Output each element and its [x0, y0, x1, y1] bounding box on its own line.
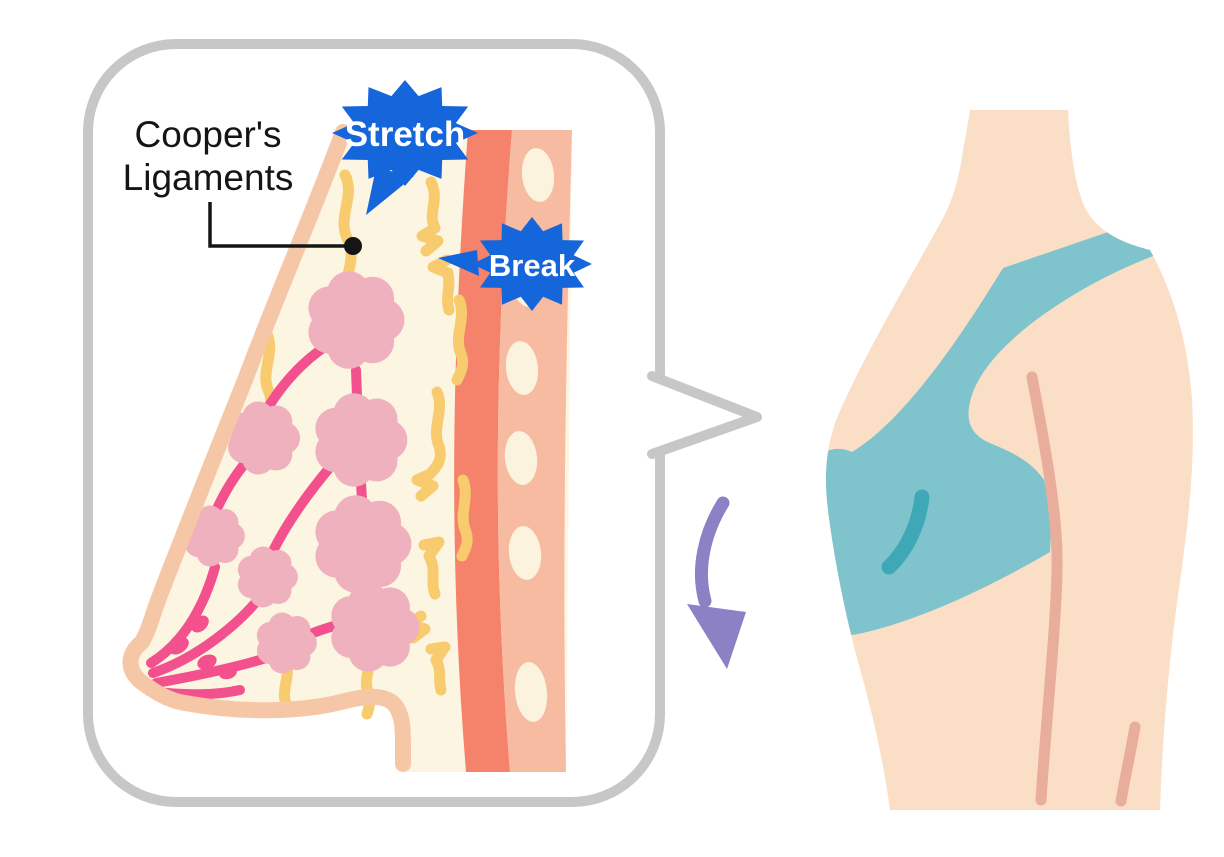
stretch-badge: Stretch: [332, 80, 478, 215]
arm-line: [1026, 371, 1063, 806]
break-starburst: [472, 217, 592, 311]
stretch-label: Stretch: [345, 115, 466, 154]
hip-line: [1115, 721, 1141, 807]
break-label: Break: [489, 248, 576, 283]
torso-figure: [825, 110, 1193, 810]
break-tail: [438, 250, 479, 276]
speech-bubble-tail: [647, 371, 762, 459]
leader-dot: [344, 237, 362, 255]
coopers-label-line2: Ligaments: [123, 157, 294, 198]
chest-muscle: [454, 130, 512, 772]
broken-ligament: [411, 386, 446, 502]
broken-ligament: [418, 536, 445, 600]
bra-highlight: [881, 489, 930, 575]
coopers-ligaments-annotation: Cooper's Ligaments: [123, 114, 362, 255]
broken-ligament: [416, 176, 444, 257]
bra: [825, 216, 1164, 636]
broken-ligament: [425, 641, 451, 696]
stretch-starburst: [332, 80, 478, 186]
speech-bubble: Cooper's Ligaments Stretch Break: [83, 39, 762, 807]
sag-arrow: [687, 496, 746, 669]
body-contour-lines: [1026, 371, 1141, 807]
coopers-label-line1: Cooper's: [135, 114, 282, 155]
breast-skin-outline: [122, 124, 411, 772]
sag-arrow-tail: [694, 496, 730, 608]
break-badge: Break: [438, 217, 592, 311]
sag-arrow-head: [687, 604, 746, 669]
broken-ligament: [427, 254, 455, 316]
duct-sinuses: [169, 615, 237, 680]
leader-line: [208, 202, 350, 248]
